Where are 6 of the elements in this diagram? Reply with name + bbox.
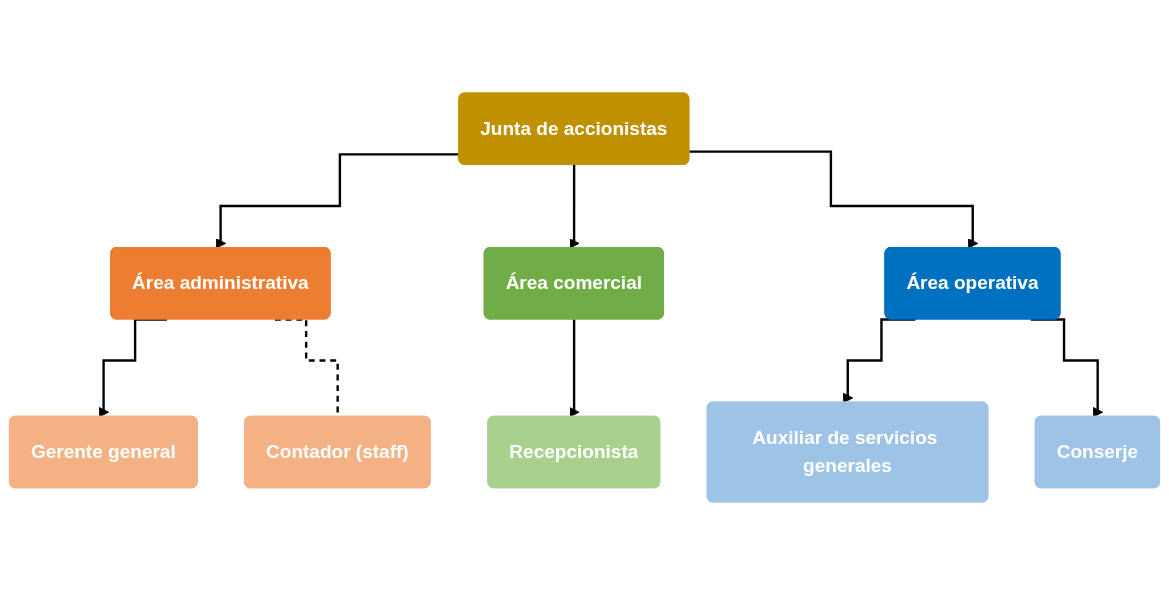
- arrow: [569, 318, 580, 418]
- arrow: [569, 163, 580, 249]
- arrow: [689, 150, 979, 249]
- arrow: [842, 318, 916, 404]
- arrow: [98, 318, 167, 418]
- arrow: [1030, 318, 1104, 418]
